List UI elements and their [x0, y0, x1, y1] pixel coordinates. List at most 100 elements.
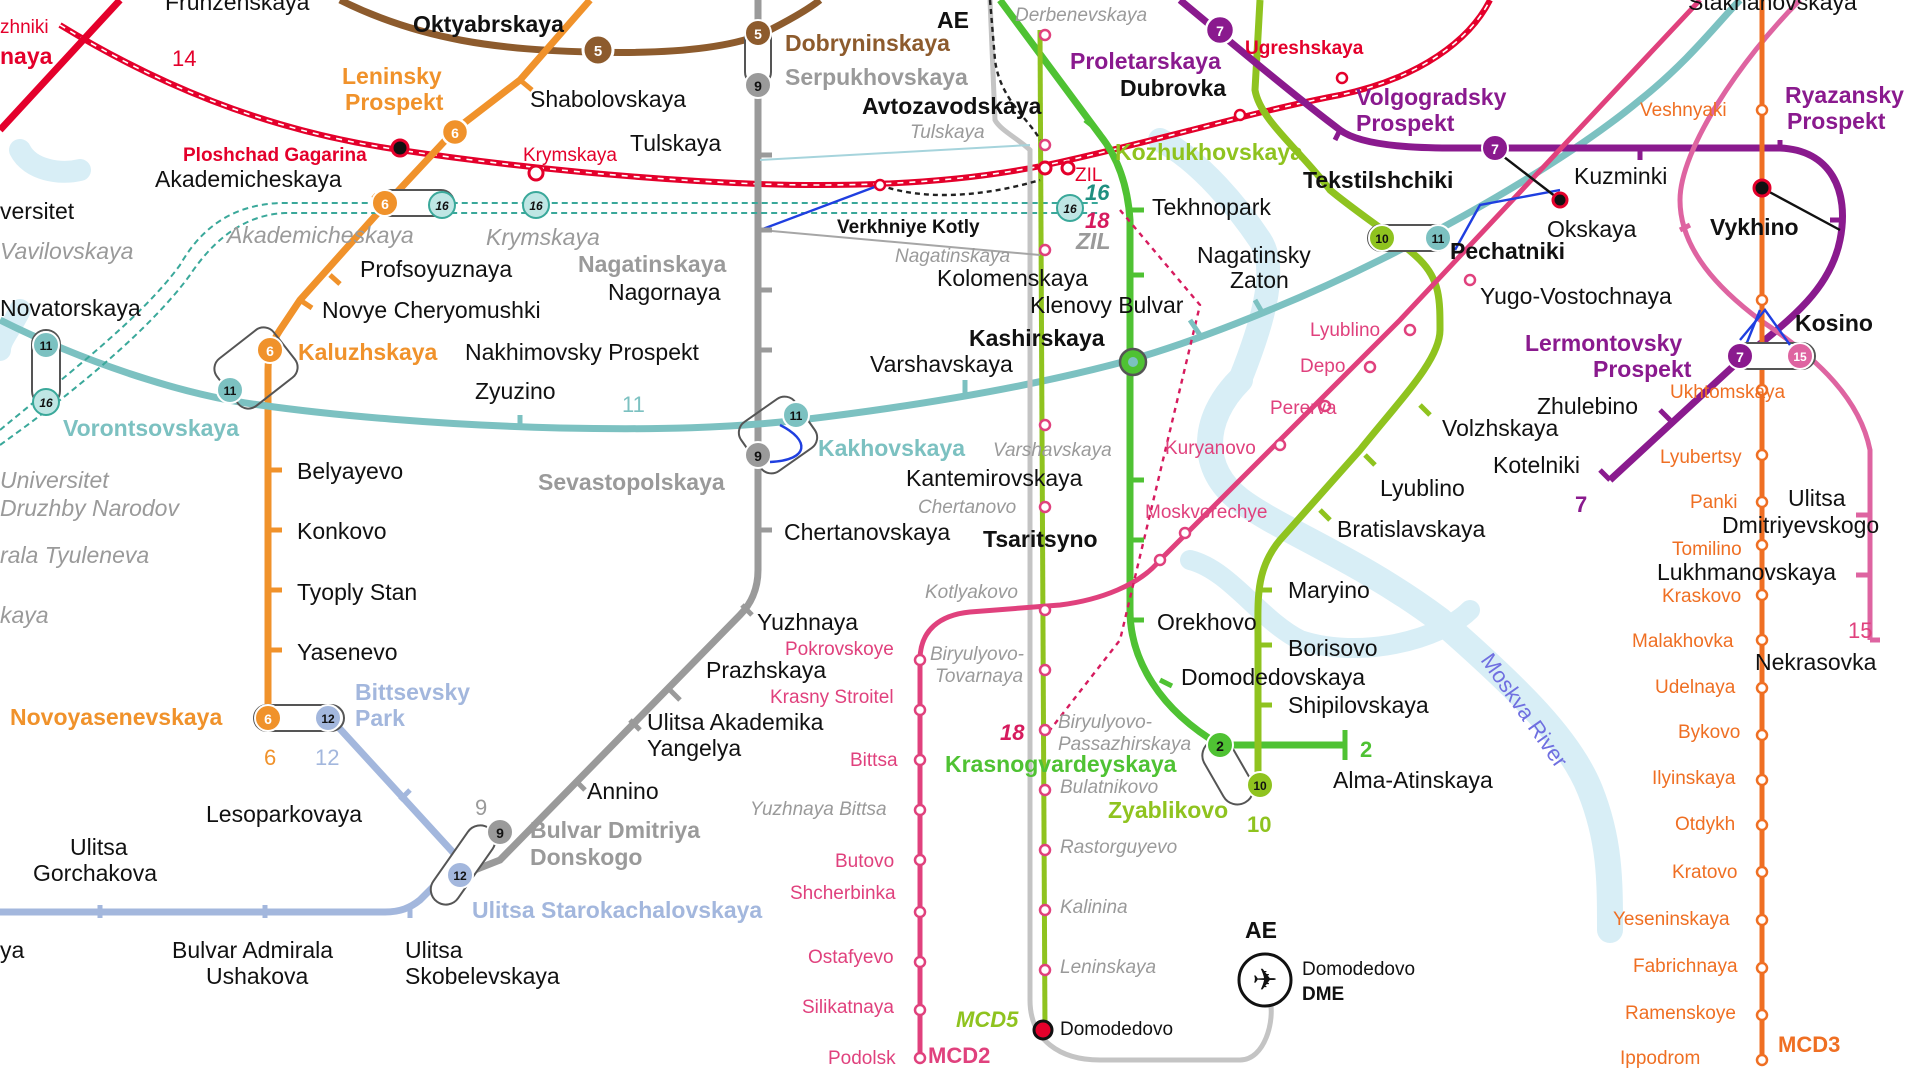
station-stakhanovskaya: Stakhanovskaya: [1688, 0, 1857, 15]
transfer-light-tulskaya: [759, 144, 1031, 161]
transfer-gray-verkhniye: [759, 229, 1041, 256]
station-biryulyovo-pass-2: Passazhirskaya: [1058, 734, 1191, 755]
station-vavilovskaya: Vavilovskaya: [0, 238, 133, 264]
station-ulitsa-skobelevskaya-1: Ulitsa: [405, 937, 463, 963]
station-sevastopolskaya: Sevastopolskaya: [538, 469, 725, 495]
mcc-dashed-link: [879, 178, 1041, 197]
airplane-icon: ✈: [1252, 964, 1277, 997]
station-veshnyaki: Veshnyaki: [1640, 100, 1727, 121]
station-varshavskaya-mcd: Varshavskaya: [993, 440, 1112, 461]
station-tekhnopark: Tekhnopark: [1152, 194, 1271, 220]
station-panki: Panki: [1690, 492, 1738, 513]
station-yuzhnaya-bittsa: Yuzhnaya Bittsa: [750, 799, 887, 820]
station-biryulyovo-pass-1: Biryulyovo-: [1058, 712, 1152, 733]
station-lermontovsky-2: Prospekt: [1593, 356, 1692, 382]
label-line-18-bottom: 18: [1000, 720, 1025, 745]
badge-11-kakhovskaya: 11: [790, 409, 803, 423]
station-ulitsa-gorchakova-2: Gorchakova: [33, 860, 157, 886]
interchanges: 5 5 9 6 6 16 16 11 16 6 11: [31, 14, 1816, 1041]
moskva-river: [0, 128, 1623, 943]
station-bittsevsky-2: Park: [355, 705, 405, 731]
station-lermontovsky-1: Lermontovsky: [1525, 330, 1682, 356]
station-tulskaya: Tulskaya: [630, 130, 721, 156]
station-ulitsa-yangelya-2: Yangelya: [647, 735, 741, 761]
station-kozhukhovskaya: Kozhukhovskaya: [1115, 139, 1303, 165]
badge-5-oktyabrskaya: 5: [594, 43, 602, 60]
station-nagatinskaya: Nagatinskaya: [578, 251, 727, 277]
station-krymskaya-16: Krymskaya: [486, 224, 600, 250]
station-universitet: versitet: [0, 198, 75, 224]
label-line-6: 6: [264, 745, 276, 770]
station-pererva: Pererva: [1270, 398, 1337, 419]
badge-6-kaluzhskaya: 6: [266, 343, 274, 359]
station-varshavskaya: Varshavskaya: [870, 351, 1013, 377]
station-tulskaya-mcd: Tulskaya: [910, 122, 985, 143]
station-ulitsa-dmitriyevskogo-2: Dmitriyevskogo: [1722, 512, 1879, 538]
badge-9-donskogo: 9: [496, 825, 504, 841]
line-18-path: [1049, 209, 1202, 731]
station-nagatinsky-zaton-2: Zaton: [1230, 267, 1289, 293]
station-ryazansky-1: Ryazansky: [1785, 82, 1904, 108]
line-15-path: [1677, 0, 1873, 640]
station-ostafyevo: Ostafyevo: [808, 947, 894, 968]
station-zhniki: zhniki: [0, 17, 49, 38]
mcd-stations: [873, 28, 1769, 1067]
station-yasenevo: Yasenevo: [297, 639, 398, 665]
station-bulvar-donskogo-2: Donskogo: [530, 844, 642, 870]
station-kuzminki: Kuzminki: [1574, 163, 1667, 189]
line-12-path: [0, 715, 465, 916]
station-volzhskaya: Volzhskaya: [1442, 415, 1559, 441]
badge-7-proletarskaya: 7: [1216, 23, 1224, 39]
transfer-blue-2: [1453, 188, 1561, 251]
station-bykovo: Bykovo: [1678, 722, 1740, 743]
station-serpukhovskaya: Serpukhovskaya: [785, 64, 968, 90]
badge-5-dobryninskaya: 5: [754, 26, 762, 42]
station-bittsevsky-1: Bittsevsky: [355, 679, 470, 705]
station-kolomenskaya: Kolomenskaya: [937, 265, 1088, 291]
station-kantemirovskaya: Kantemirovskaya: [906, 465, 1083, 491]
station-lyublino-mcd: Lyublino: [1310, 320, 1380, 341]
station-lukhmanovskaya: Lukhmanovskaya: [1657, 559, 1836, 585]
station-okskaya: Okskaya: [1547, 216, 1637, 242]
badge-6-novoyasenevskaya: 6: [264, 711, 272, 727]
station-udelnaya: Udelnaya: [1655, 677, 1736, 698]
label-line-9: 9: [475, 795, 487, 820]
station-borisovo: Borisovo: [1288, 635, 1377, 661]
station-prazhskaya: Prazhskaya: [706, 657, 826, 683]
station-tyoply-stan: Tyoply Stan: [297, 579, 417, 605]
badge-6-akademicheskaya: 6: [381, 196, 389, 212]
station-oktyabrskaya: Oktyabrskaya: [413, 11, 564, 37]
station-dobryninskaya: Dobryninskaya: [785, 30, 950, 56]
avtozav-dashed-link: [988, 0, 1042, 141]
badge-16-zil: 16: [1063, 202, 1077, 216]
station-ryazansky-2: Prospekt: [1787, 108, 1886, 134]
station-zil-mcc: ZIL: [1075, 165, 1102, 186]
station-kakhovskaya: Kakhovskaya: [818, 435, 965, 461]
station-shabolovskaya: Shabolovskaya: [530, 86, 686, 112]
station-ukhtomskaya: Ukhtomskaya: [1670, 382, 1786, 403]
station-nakhimovsky: Nakhimovsky Prospekt: [465, 339, 700, 365]
station-domodedovo-mcd: Domodedovo: [1060, 1019, 1173, 1040]
badge-15-kosino: 15: [1793, 350, 1807, 364]
station-bulatnikovo: Bulatnikovo: [1060, 777, 1158, 798]
station-yuzhnaya: Yuzhnaya: [757, 609, 858, 635]
station-malakhovka: Malakhovka: [1632, 631, 1734, 652]
label-line-2: 2: [1360, 737, 1372, 762]
station-ya-left: ya: [0, 937, 25, 963]
badge-7-lermontovsky: 7: [1736, 349, 1744, 365]
station-krasnogvardeyskaya: Krasnogvardeyskaya: [945, 751, 1177, 777]
station-nekrasovka: Nekrasovka: [1755, 649, 1877, 675]
station-ippodrom: Ippodrom: [1620, 1048, 1700, 1069]
station-tomilino: Tomilino: [1672, 539, 1742, 560]
badge-16-krymskaya: 16: [529, 199, 543, 213]
line-9-path: [460, 0, 762, 879]
label-line-12: 12: [315, 745, 339, 770]
station-akademicheskaya: Akademicheskaya: [155, 166, 342, 192]
label-line-7: 7: [1575, 492, 1587, 517]
station-krymskaya-mcc: Krymskaya: [523, 145, 617, 166]
badge-10-zyablikovo: 10: [1253, 779, 1267, 793]
badge-9-serpukhovskaya: 9: [754, 78, 762, 94]
